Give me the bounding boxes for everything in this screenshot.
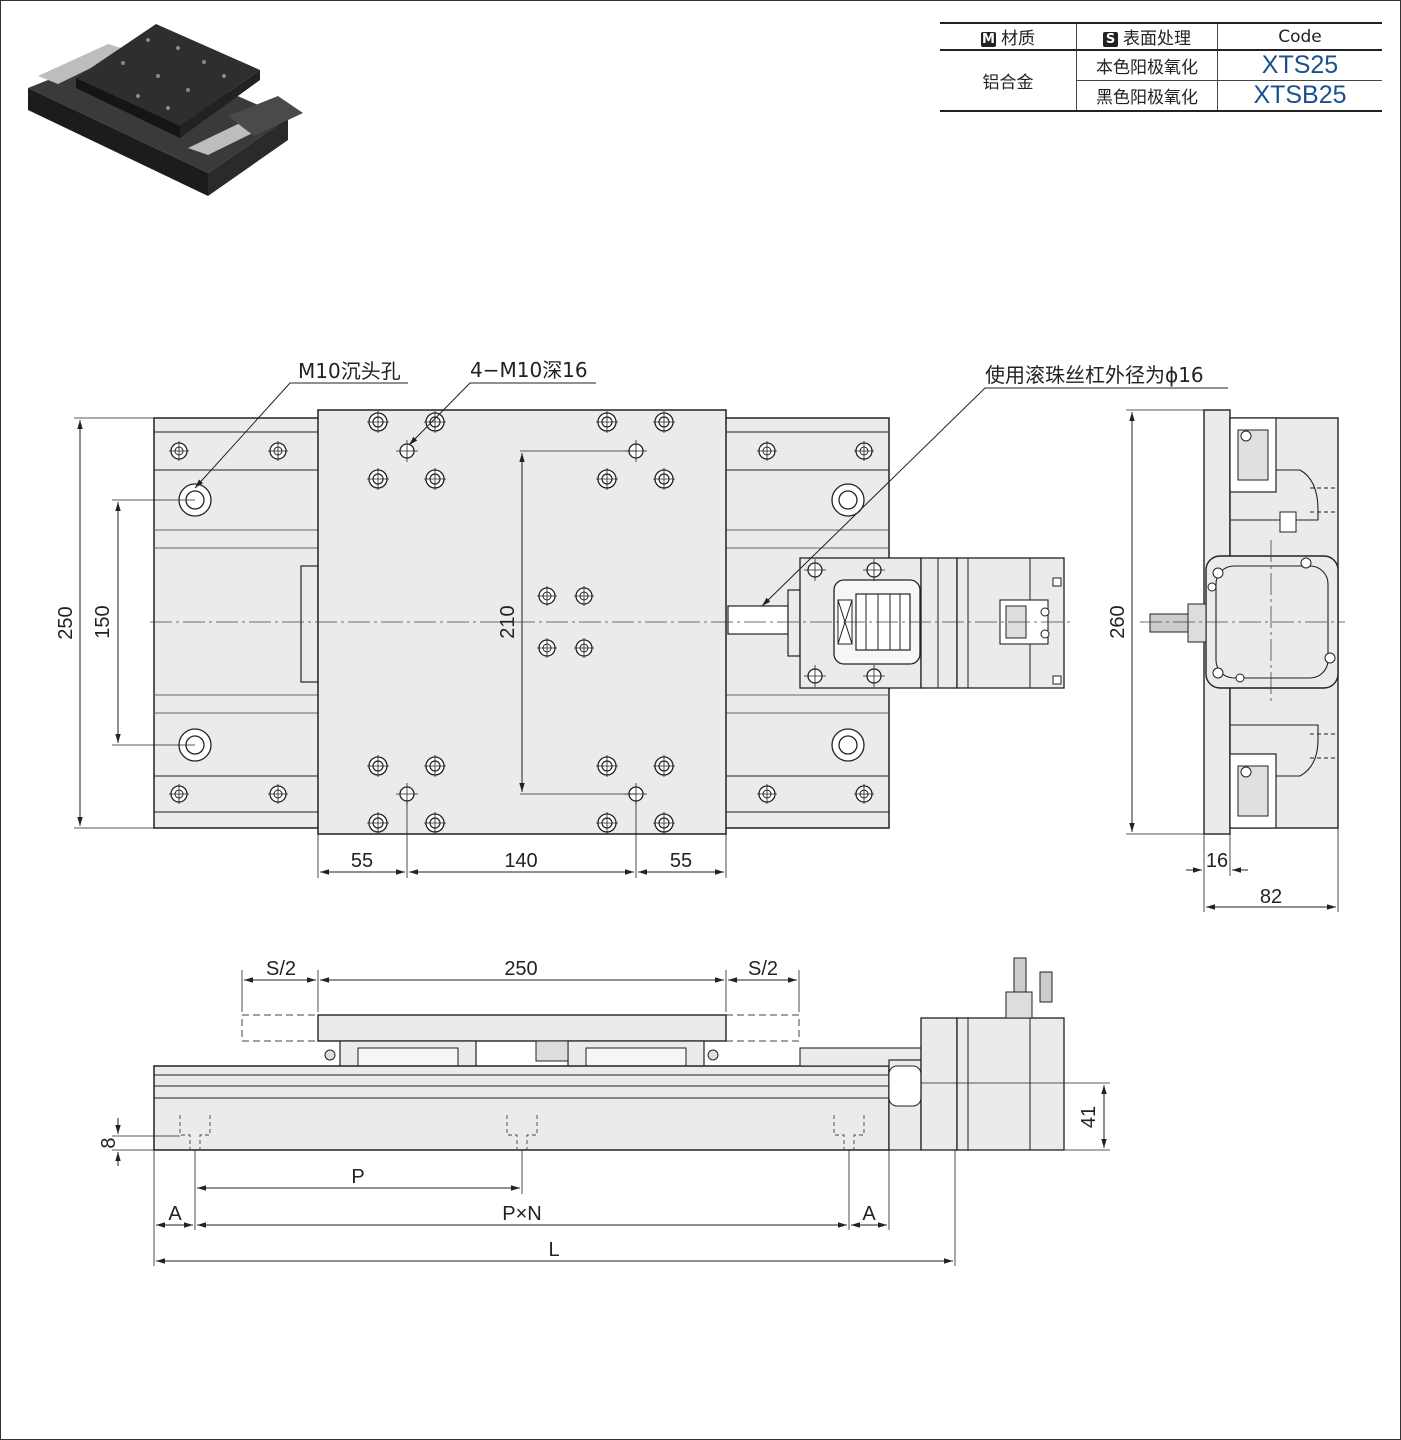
side-view: S/2 250 S/2 8 41 P A P×N A L [98, 957, 1110, 1266]
dim-55-right: 55 [670, 850, 692, 872]
surface-badge: S [1103, 32, 1118, 47]
material-value: 铝合金 [940, 50, 1077, 112]
code-xtsb25: XTSB25 [1217, 80, 1382, 112]
dim-p: P [351, 1166, 364, 1188]
callout-counterbore: M10沉头孔 [298, 359, 401, 383]
end-view: 260 16 82 [1107, 409, 1345, 912]
dim-55-left: 55 [351, 850, 373, 872]
dim-stroke-250: 250 [504, 958, 537, 980]
dim-140: 140 [504, 850, 537, 872]
dim-260: 260 [1107, 605, 1129, 638]
dim-210: 210 [497, 605, 519, 638]
material-badge: M [981, 32, 996, 47]
dim-250-left: 250 [55, 606, 77, 639]
dim-a-left: A [168, 1203, 182, 1225]
callout-tapped: 4−M10深16 [470, 358, 588, 382]
dim-41: 41 [1078, 1106, 1100, 1128]
dim-82: 82 [1260, 886, 1282, 908]
dim-a-right: A [862, 1203, 876, 1225]
product-photo [28, 24, 303, 196]
surface-black: 黑色阳极氧化 [1076, 80, 1218, 112]
dim-l: L [548, 1239, 559, 1261]
dim-s2-left: S/2 [266, 958, 296, 980]
dim-pxn: P×N [502, 1203, 541, 1225]
code-xts25: XTS25 [1217, 50, 1382, 81]
callout-ballscrew: 使用滚珠丝杠外径为ϕ16 [985, 363, 1204, 387]
dim-16: 16 [1206, 850, 1228, 872]
dim-150: 150 [92, 605, 114, 638]
top-view: 210 250 150 55 140 55 M10沉头孔 4−M10深16 使用… [55, 358, 1228, 878]
dim-s2-right: S/2 [748, 958, 778, 980]
surface-natural: 本色阳极氧化 [1076, 50, 1218, 81]
header-code: Code [1217, 22, 1382, 51]
dim-8: 8 [98, 1137, 120, 1148]
